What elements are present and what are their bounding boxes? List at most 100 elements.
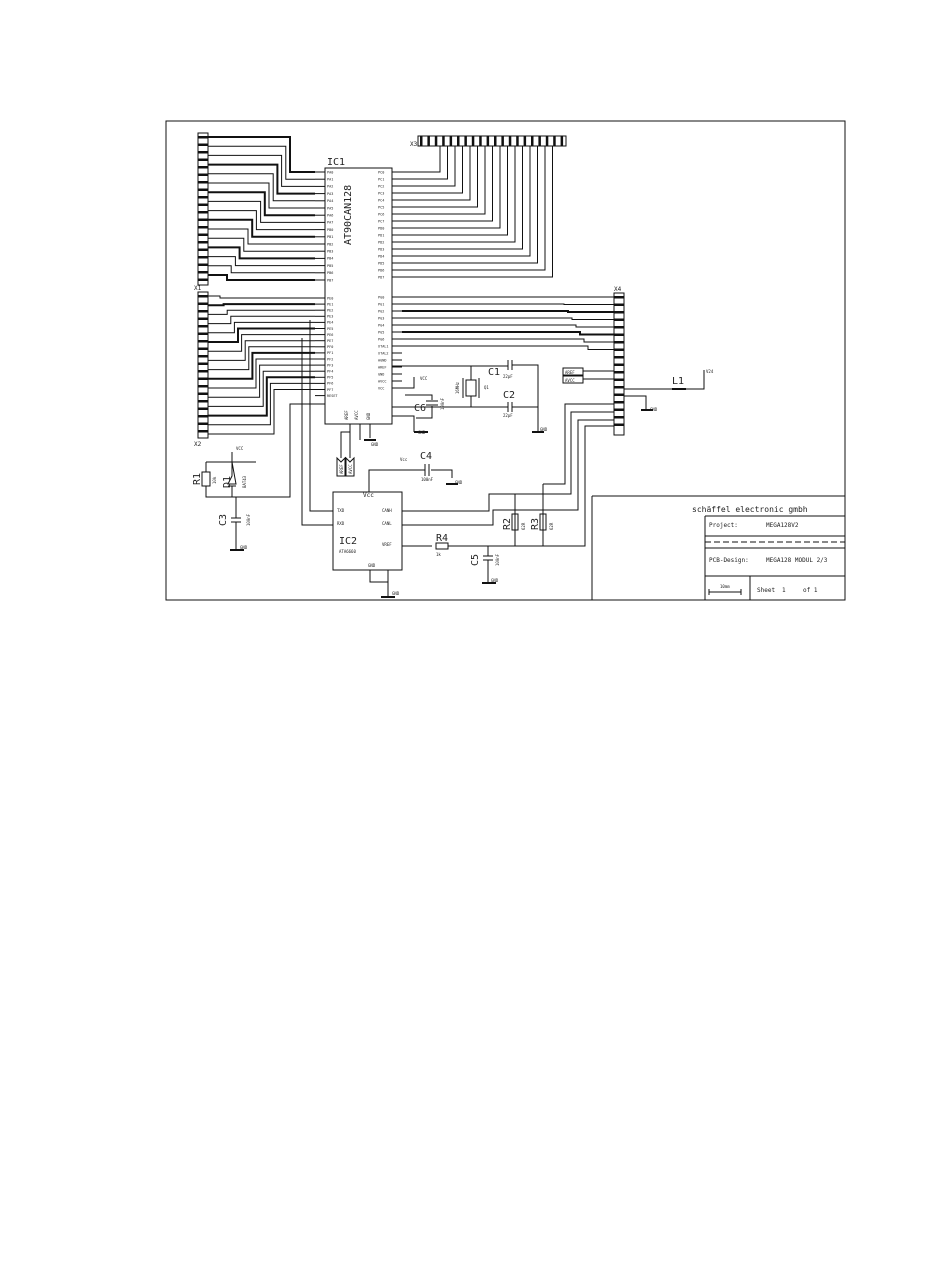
- wire: [402, 324, 614, 328]
- wire: [208, 346, 315, 371]
- ic1-right-pins: PC0PC1PC2PC3PC4PC5PC6PC7PD0PD1PD2PD3PD4P…: [378, 170, 402, 390]
- wire: [402, 146, 456, 187]
- flag-avcc: AVCC: [565, 378, 575, 383]
- ic1-left-pins: PA0PA1PA2PA3PA4PA5PA6PA7PB0PB1PB2PB3PB4P…: [315, 170, 338, 398]
- aref-avcc-flags: AREF AVCC: [336, 431, 355, 477]
- avcc-flag-label: AVCC: [348, 464, 353, 474]
- wire: [402, 146, 501, 229]
- wire: [208, 315, 315, 325]
- wire: [208, 364, 315, 398]
- connector-pin: [516, 136, 519, 146]
- c2-value: 22pF: [503, 413, 513, 418]
- connector-pin: [553, 136, 556, 146]
- wire: [208, 309, 315, 315]
- ic1-left-pin-label: PE1: [327, 302, 333, 306]
- ic1-left-pin-label: PF6: [327, 382, 333, 386]
- ic1-right-pin-label: PD2: [378, 240, 384, 244]
- connector-pin: [614, 378, 624, 381]
- x1-pins: [198, 136, 208, 281]
- wire: [208, 136, 315, 173]
- wire: [208, 274, 315, 281]
- ic1-right-pin-label: PC4: [378, 198, 384, 202]
- connector-pin: [479, 136, 482, 146]
- ic1-left-pin-label: PE3: [327, 315, 333, 319]
- wire: [208, 358, 315, 389]
- wire: [208, 295, 315, 299]
- connector-pin: [614, 296, 624, 299]
- wire: [208, 163, 315, 195]
- x2-ref: X2: [194, 441, 202, 448]
- wire: [208, 228, 315, 245]
- wire: [402, 345, 614, 350]
- connector-pin: [198, 317, 208, 320]
- connector-pin: [614, 341, 624, 344]
- ic1-right-pin-label: AREF: [378, 365, 386, 369]
- scale-label: 10mm: [720, 584, 730, 589]
- connector-pin: [198, 415, 208, 418]
- c3-ref: C3: [218, 514, 229, 526]
- ic2-can-transceiver: Vcc TXD RXD CANH CANL VREF GND IC2 ATA66…: [332, 491, 403, 571]
- connector-pin: [614, 363, 624, 366]
- connector-pin: [198, 158, 208, 161]
- connector-pin: [614, 326, 624, 329]
- r2-ref: R2: [502, 518, 513, 530]
- resistor-r3: R3 62R: [530, 513, 554, 531]
- connector-pin: [198, 392, 208, 395]
- wire: [208, 182, 315, 209]
- wire: [208, 191, 315, 217]
- wire: [208, 389, 315, 435]
- ic1-right-pin-label: PD3: [378, 247, 384, 251]
- wires-crystal: [392, 364, 539, 432]
- wire: [208, 145, 315, 180]
- inductor-l1: L1 V24: [624, 369, 714, 390]
- capacitor-c6: VCC C6 100nF GND: [392, 376, 445, 435]
- x2-pins: [198, 295, 208, 433]
- wire: [208, 173, 315, 202]
- connector-pin: [198, 340, 208, 343]
- wire: [402, 338, 614, 343]
- net-flags-right: AREF AVCC: [562, 367, 614, 384]
- capacitor-c4: C4 100nF Vcc GND: [400, 451, 463, 485]
- gnd-label-crystal: GND: [540, 427, 548, 432]
- connector-pin: [442, 136, 445, 146]
- ic1-bottom-pins: AREF AVCC GND: [344, 410, 371, 440]
- x3-ref: X3: [410, 141, 418, 148]
- wire: [402, 146, 441, 173]
- ic1-right-pin-label: PG6: [378, 337, 384, 341]
- wire: [208, 382, 315, 426]
- v24-label: V24: [706, 369, 714, 374]
- connector-pin: [531, 136, 534, 146]
- connector-pin: [434, 136, 438, 146]
- connector-pin: [198, 143, 208, 146]
- title-block: schäffel electronic gmbh Project: MEGA12…: [591, 495, 845, 600]
- ic1-left-pin-label: PA7: [327, 221, 333, 225]
- connector-pin: [198, 422, 208, 425]
- connector-pin: [198, 295, 208, 298]
- wires-ic2: [301, 320, 614, 597]
- c4-ref: C4: [420, 451, 432, 462]
- ic1-right-pin-label: PC1: [378, 177, 384, 181]
- ic1-right-pin-label: PD4: [378, 254, 384, 258]
- wires-x1-ic1: [208, 136, 315, 281]
- connector-pin: [198, 226, 208, 229]
- ic1-right-pin-label: PC5: [378, 205, 384, 209]
- wire: [402, 146, 448, 180]
- connector-pin: [523, 136, 527, 146]
- connector-pin: [198, 400, 208, 403]
- connector-pin: [198, 430, 208, 433]
- ic1-left-pin-label: PB2: [327, 242, 333, 246]
- connector-pin: [198, 166, 208, 169]
- gnd-symbol-crystal: GND: [532, 427, 548, 433]
- r4-ref: R4: [436, 533, 448, 544]
- capacitor-c5: C5 100nF GND: [470, 546, 500, 584]
- ic2-ref: IC2: [339, 536, 357, 547]
- ic1-left-pin-label: PF2: [327, 357, 333, 361]
- ic1-right-pin-label: PC2: [378, 184, 384, 188]
- crystal-q1: Q1 16MHz: [455, 378, 489, 398]
- connector-pin: [614, 303, 624, 306]
- connector-pin: [198, 173, 208, 176]
- connector-pin: [538, 136, 541, 146]
- connector-pin: [198, 211, 208, 214]
- c2-ref: C2: [503, 390, 515, 401]
- ic2-pin-txd: TXD: [337, 508, 345, 513]
